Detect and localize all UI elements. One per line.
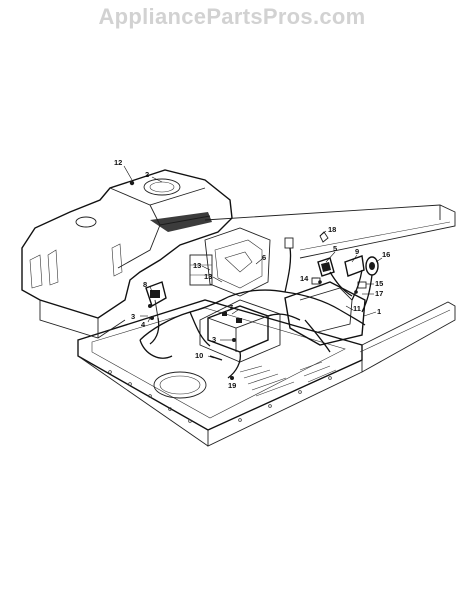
- callout-12: 12: [114, 158, 122, 167]
- callout-3-left: 3: [131, 312, 135, 321]
- fasteners: [129, 180, 358, 380]
- callout-9: 9: [355, 247, 359, 256]
- right-components: [284, 231, 379, 346]
- switch-bracket: [145, 281, 167, 319]
- callout-17: 17: [375, 289, 383, 298]
- watermark: AppliancePartsPros.com: [98, 4, 366, 29]
- battery: [199, 299, 281, 363]
- callout-11: 11: [353, 304, 361, 313]
- callout-3-center: 3: [212, 335, 216, 344]
- dash-assembly: [189, 227, 271, 297]
- callout-4: 4: [141, 320, 146, 329]
- callout-13-upper: 13: [193, 261, 201, 270]
- callout-6: 6: [262, 253, 266, 262]
- callout-7: 7: [229, 303, 233, 312]
- callout-14: 14: [300, 274, 309, 283]
- callout-13-lower: 13: [204, 272, 212, 281]
- callout-5: 5: [333, 244, 337, 253]
- chassis-frame: [77, 204, 456, 447]
- hood-cover: [21, 169, 233, 339]
- callout-10: 10: [195, 351, 203, 360]
- callout-2: 2: [145, 170, 149, 179]
- callout-8: 8: [143, 280, 147, 289]
- callout-15: 15: [375, 279, 383, 288]
- callout-18: 18: [328, 225, 336, 234]
- callout-16: 16: [382, 250, 390, 259]
- callout-19: 19: [228, 381, 236, 390]
- callout-labels: 12 2 18 5 9 16 13 13 6 8 14 15 17 7 11 1…: [114, 158, 390, 390]
- callout-1: 1: [377, 307, 381, 316]
- leader-lines: [123, 165, 383, 380]
- wire-harness: [139, 247, 373, 379]
